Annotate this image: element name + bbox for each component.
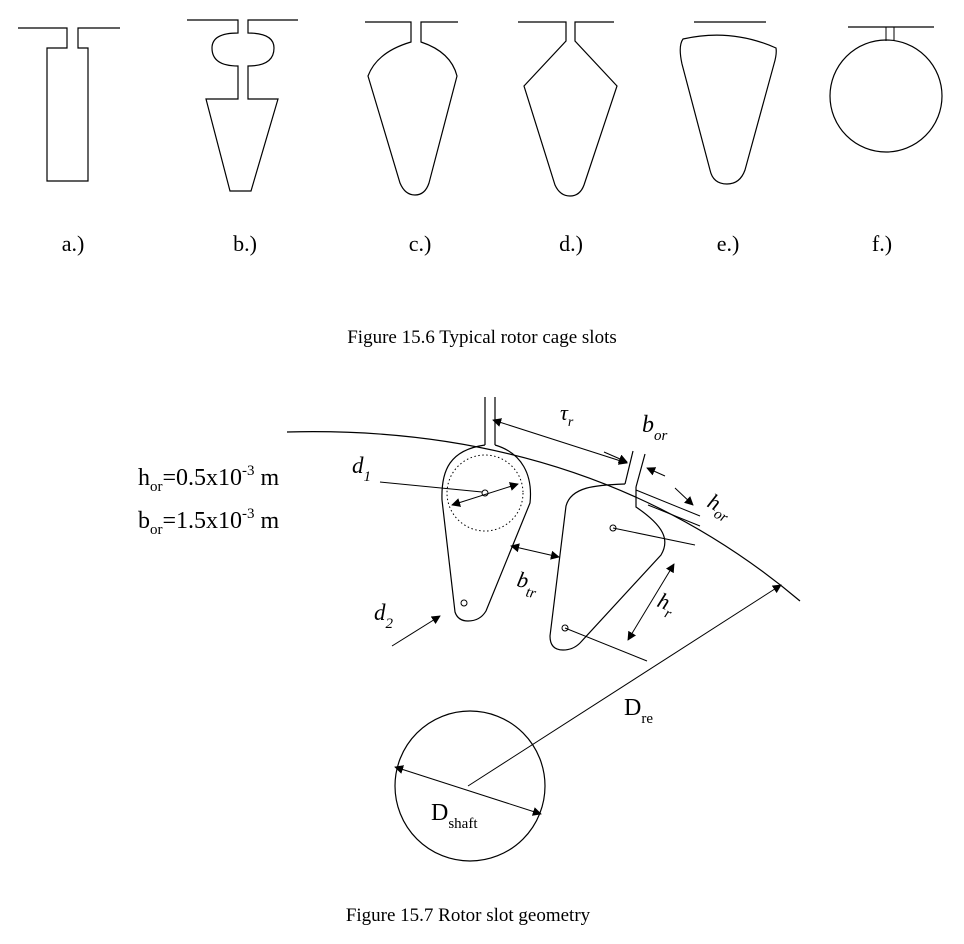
slot-shape-b [187,19,298,192]
label-f: f.) [872,231,892,256]
label-b-or: bor [642,412,668,444]
slot-shape-d [518,21,618,197]
dim-d2 [391,615,441,647]
label-e: e.) [717,231,740,256]
dim-d-re [467,584,782,787]
caption-15-6: Figure 15.6 Typical rotor cage slots [347,327,617,348]
label-d: d.) [559,231,583,256]
caption-15-7: Figure 15.7 Rotor slot geometry [346,905,591,926]
dim-d-shaft [394,765,542,816]
slot-shape-f [829,26,943,153]
label-c: c.) [409,231,432,256]
slot-shape-a [18,27,120,182]
param-h-or: hor=0.5x10-3 m [138,463,280,495]
slot-shape-c [365,21,458,196]
label-tau-r: τr [560,400,574,430]
dim-h-r [564,527,696,662]
dim-h-or [635,487,701,527]
rotor-slot-right [549,450,666,651]
label-b-tr: btr [514,566,541,602]
dim-d1 [379,481,519,507]
label-d2: d2 [374,600,394,632]
label-d-shaft: Dshaft [431,800,478,832]
label-d-re: Dre [624,695,653,727]
dim-b-or [603,451,666,477]
label-h-r: hr [652,587,679,622]
label-a: a.) [62,231,85,256]
label-d1: d1 [352,453,371,485]
shaft [394,710,546,862]
param-b-or: bor=1.5x10-3 m [138,506,280,538]
label-h-or: hor [701,488,737,526]
dim-b-tr [510,543,560,560]
label-b: b.) [233,231,257,256]
dim-tau-r [492,418,628,465]
slot-shape-e [679,21,777,185]
rotor-outer-arc [286,431,801,602]
